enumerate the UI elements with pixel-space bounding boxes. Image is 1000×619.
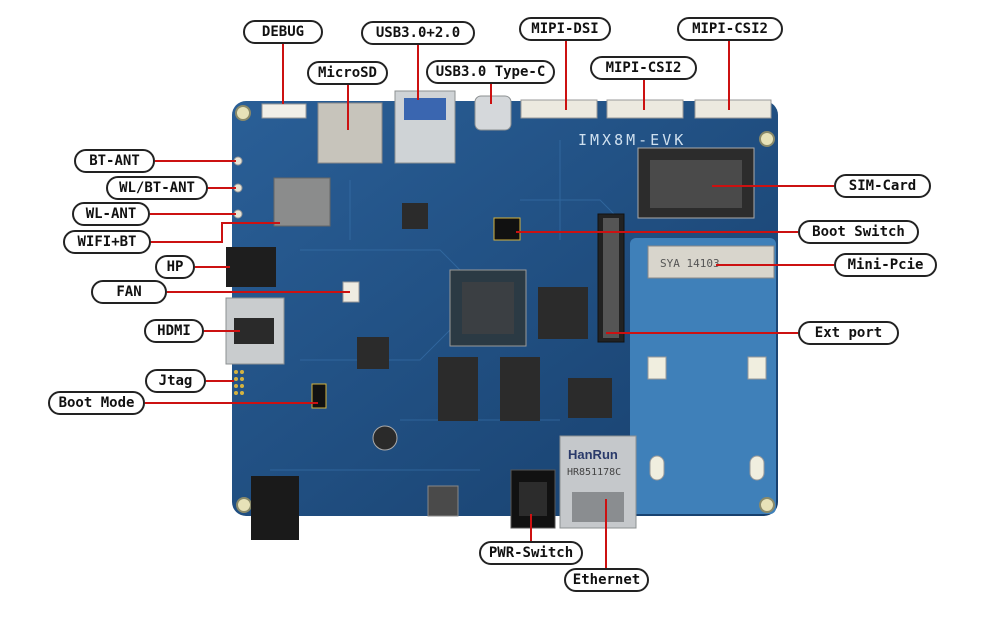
soc-die bbox=[462, 282, 514, 334]
callout-boot-switch: Boot Switch bbox=[798, 220, 919, 244]
callout-debug: DEBUG bbox=[243, 20, 323, 44]
callout-hdmi: HDMI bbox=[144, 319, 204, 343]
jtag-pins bbox=[234, 370, 244, 395]
callout-mipi-dsi: MIPI-DSI bbox=[519, 17, 611, 41]
callout-ethernet: Ethernet bbox=[564, 568, 649, 592]
ext-port-pins bbox=[603, 218, 619, 338]
leader-wifi-bt bbox=[151, 222, 280, 243]
hp-jack bbox=[226, 247, 276, 287]
callout-hp: HP bbox=[155, 255, 195, 279]
antenna-connectors bbox=[233, 156, 243, 219]
boot-mode-switch bbox=[311, 383, 327, 409]
mipi-dsi-connector bbox=[520, 99, 598, 119]
capacitor bbox=[372, 425, 398, 451]
callout-mipi-csi2-top: MIPI-CSI2 bbox=[677, 17, 783, 41]
callout-pwr-switch: PWR-Switch bbox=[479, 541, 583, 565]
callout-bt-ant: BT-ANT bbox=[74, 149, 155, 173]
callout-jtag: Jtag bbox=[145, 369, 206, 393]
callout-microsd: MicroSD bbox=[307, 61, 388, 85]
microsd-slot bbox=[317, 102, 383, 164]
debug-connector bbox=[261, 103, 307, 119]
callout-usb3-typec: USB3.0 Type-C bbox=[426, 60, 555, 84]
callout-mini-pcie: Mini-Pcie bbox=[834, 253, 937, 277]
wifi-bt-module bbox=[273, 177, 331, 227]
ethernet-brand: HanRun bbox=[568, 447, 618, 462]
boot-switch bbox=[493, 217, 521, 241]
callout-boot-mode: Boot Mode bbox=[48, 391, 145, 415]
mipi-csi2-top-connector bbox=[694, 99, 772, 119]
callout-wifi-bt: WIFI+BT bbox=[63, 230, 151, 254]
usb-typec-port bbox=[474, 95, 512, 131]
inductor bbox=[427, 485, 459, 517]
ethernet-part: HR851178C bbox=[567, 467, 621, 478]
usb3-port-tongue bbox=[404, 98, 446, 120]
callout-usb3-usb2: USB3.0+2.0 bbox=[361, 21, 475, 45]
callout-sim-card: SIM-Card bbox=[834, 174, 931, 198]
callout-mipi-csi2-mid: MIPI-CSI2 bbox=[590, 56, 697, 80]
callout-wl-ant: WL-ANT bbox=[72, 202, 150, 226]
hdmi-port-opening bbox=[234, 318, 274, 344]
leader-lines bbox=[145, 41, 834, 568]
power-switch-rocker bbox=[519, 482, 547, 516]
power-switch bbox=[510, 469, 556, 529]
board-silkscreen: IMX8M-EVK bbox=[578, 131, 686, 149]
callout-ext-port: Ext port bbox=[798, 321, 899, 345]
memory-chips bbox=[357, 203, 612, 421]
pcb-ext-region bbox=[630, 238, 776, 514]
ext-region-pads bbox=[647, 356, 767, 481]
mounting-holes bbox=[235, 105, 775, 513]
dc-jack bbox=[251, 476, 299, 540]
ethernet-opening bbox=[572, 492, 624, 522]
pcie-marking: SYA 14103 bbox=[660, 257, 720, 270]
mini-pcie-slot bbox=[647, 245, 775, 279]
sim-card-inner bbox=[650, 160, 742, 208]
callout-wl-bt-ant: WL/BT-ANT bbox=[106, 176, 208, 200]
callout-fan: FAN bbox=[91, 280, 167, 304]
